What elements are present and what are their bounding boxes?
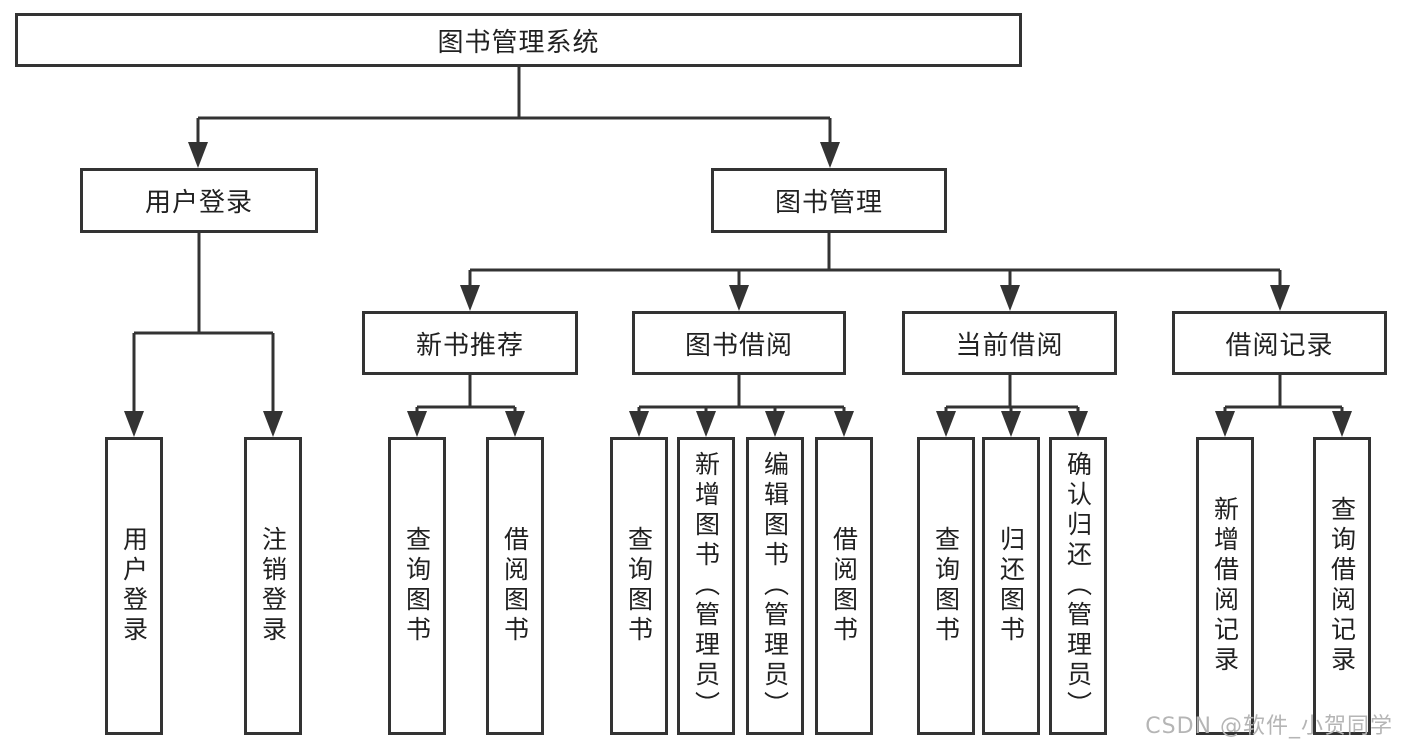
node-library-management-system: 图书管理系统 [15,13,1022,67]
node-label: 新书推荐 [415,330,524,361]
node-label: 当前借阅 [955,330,1064,361]
leaf-return-books: 归还图书 [982,437,1040,735]
leaf-label: 确认归还（管理员） [1063,451,1093,721]
node-label: 图书管理系统 [437,27,600,58]
node-book-borrowing: 图书借阅 [632,311,846,375]
node-current-borrowing: 当前借阅 [902,311,1117,375]
leaf-query-books-borrowing: 查询图书 [610,437,668,735]
csdn-watermark: CSDN @软件_小贺同学 [1145,714,1393,739]
leaf-label: 查询图书 [624,526,654,646]
node-new-book-recommendation: 新书推荐 [362,311,578,375]
leaf-label: 用户登录 [119,526,149,646]
leaf-borrow-books-recommend: 借阅图书 [486,437,544,735]
leaf-label: 新增图书（管理员） [691,451,721,721]
node-user-login: 用户登录 [80,168,318,233]
leaf-edit-book-admin: 编辑图书（管理员） [746,437,804,735]
node-borrowing-records: 借阅记录 [1172,311,1387,375]
node-label: 借阅记录 [1225,330,1334,361]
leaf-label: 借阅图书 [500,526,530,646]
leaf-label: 查询图书 [402,526,432,646]
node-book-management: 图书管理 [711,168,947,233]
node-label: 图书借阅 [684,330,793,361]
leaf-borrow-books-borrowing: 借阅图书 [815,437,873,735]
leaf-query-books-recommend: 查询图书 [388,437,446,735]
leaf-label: 查询借阅记录 [1327,496,1357,676]
arrowheads [124,142,1352,437]
leaf-label: 编辑图书（管理员） [760,451,790,721]
leaf-label: 注销登录 [258,526,288,646]
node-label: 图书管理 [774,188,883,218]
leaf-confirm-return-admin: 确认归还（管理员） [1049,437,1107,735]
leaf-add-book-admin: 新增图书（管理员） [677,437,735,735]
leaf-query-borrow-record: 查询借阅记录 [1313,437,1371,735]
leaf-label: 借阅图书 [829,526,859,646]
leaf-query-books-current: 查询图书 [917,437,975,735]
leaf-add-borrow-record: 新增借阅记录 [1196,437,1254,735]
leaf-logout: 注销登录 [244,437,302,735]
leaf-label: 归还图书 [996,526,1026,646]
leaf-label: 查询图书 [931,526,961,646]
leaf-label: 新增借阅记录 [1210,496,1240,676]
node-label: 用户登录 [144,188,253,218]
leaf-user-login: 用户登录 [105,437,163,735]
